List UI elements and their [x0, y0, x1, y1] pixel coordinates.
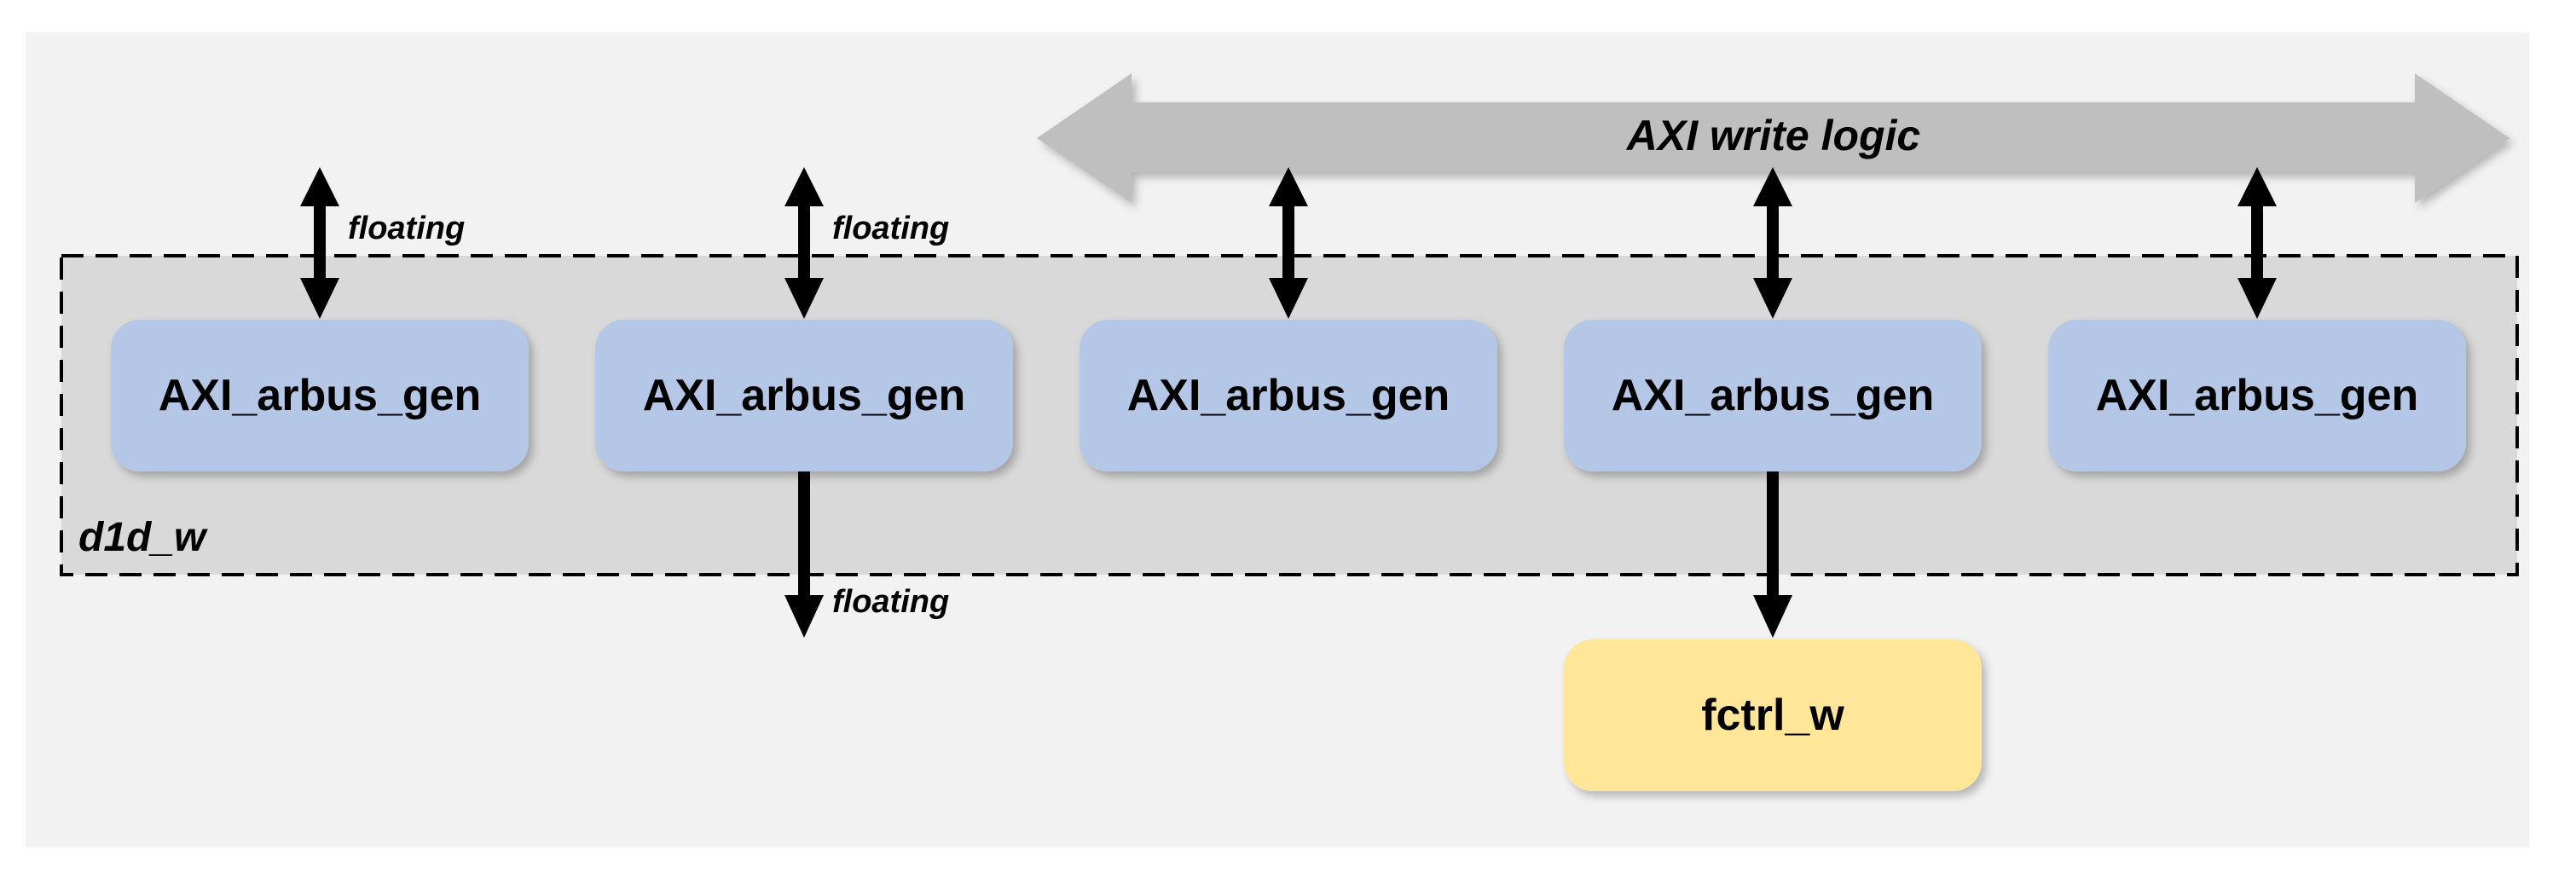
module-label: AXI_arbus_gen	[159, 371, 482, 420]
fctrl-w-box	[1564, 639, 1982, 791]
container-label: d1d_w	[78, 515, 208, 560]
floating-label: floating	[832, 584, 949, 620]
downward-connector	[1753, 471, 1792, 638]
fctrl-w-label: fctrl_w	[1701, 691, 1844, 740]
module-box	[1564, 320, 1982, 471]
fctrl-w-block: fctrl_w	[1564, 639, 1982, 791]
bus-label: AXI write logic	[1625, 112, 1921, 159]
axi-write-logic-bus: AXI write logic	[1037, 73, 2509, 203]
floating-label: floating	[832, 211, 949, 246]
bidirectional-connector	[1269, 167, 1308, 319]
bus-arrow-shape	[1037, 73, 2509, 203]
module-block: AXI_arbus_gen	[595, 320, 1013, 471]
module-label: AXI_arbus_gen	[2096, 371, 2419, 420]
module-label: AXI_arbus_gen	[1612, 371, 1935, 420]
module-block: AXI_arbus_gen	[1564, 320, 1982, 471]
module-block: AXI_arbus_gen	[111, 320, 529, 471]
bidirectional-connector	[300, 167, 339, 319]
module-block: AXI_arbus_gen	[2048, 320, 2466, 471]
module-block: AXI_arbus_gen	[1080, 320, 1497, 471]
bidirectional-connector	[1753, 167, 1792, 319]
module-label: AXI_arbus_gen	[1127, 371, 1450, 420]
module-box	[2048, 320, 2466, 471]
bidirectional-connector	[2237, 167, 2277, 319]
module-box	[111, 320, 529, 471]
module-box	[1080, 320, 1497, 471]
downward-connector	[784, 471, 824, 638]
module-label: AXI_arbus_gen	[643, 371, 966, 420]
bidirectional-connector	[784, 167, 824, 319]
floating-label: floating	[348, 211, 465, 246]
module-box	[595, 320, 1013, 471]
